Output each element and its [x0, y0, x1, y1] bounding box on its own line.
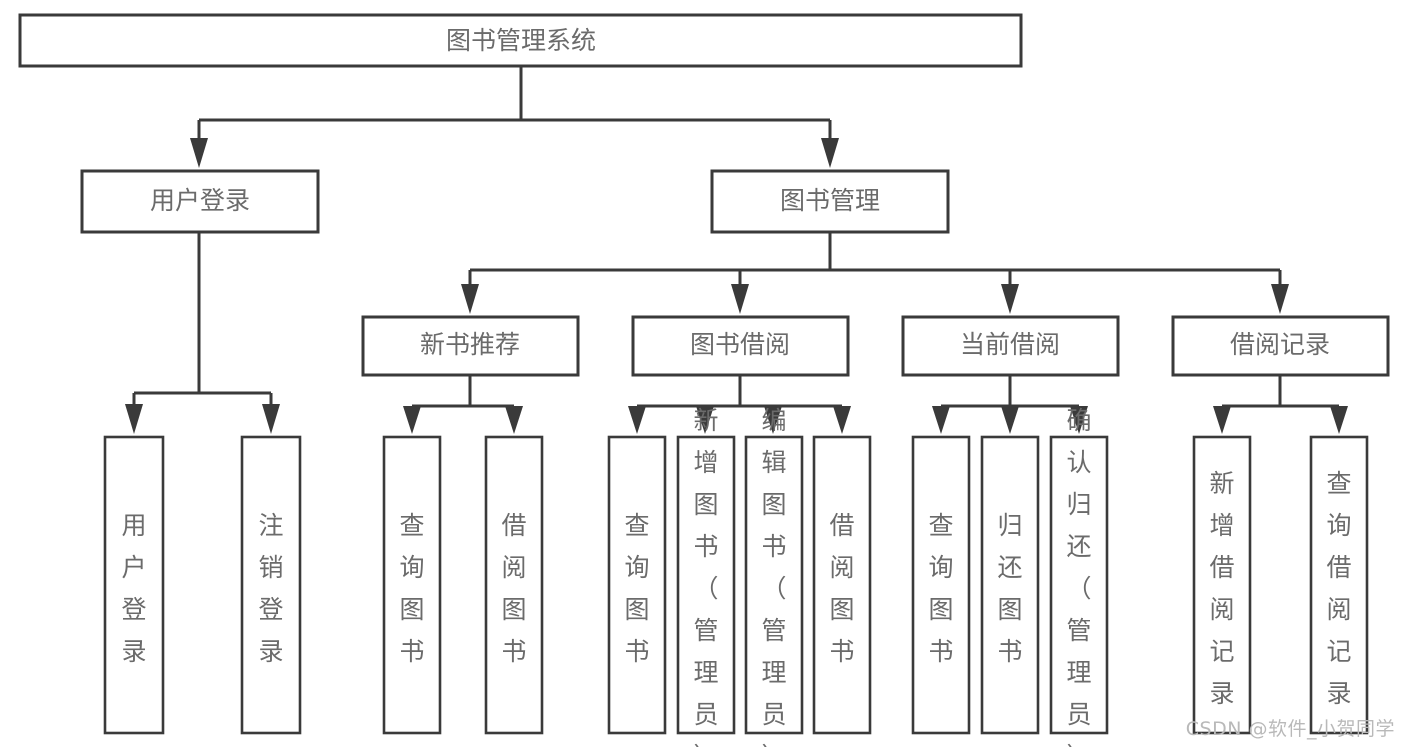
arrow-leaf-borrow-record-0	[1213, 406, 1231, 434]
leaf-borrow-record-1[interactable]: 查询借阅记录	[1309, 435, 1369, 735]
node-new-book-recommend-box	[361, 315, 580, 377]
node-current-borrow-box	[901, 315, 1120, 377]
leaf-current-borrow-2[interactable]: 确认归还（管理员）	[1049, 406, 1109, 747]
arrow-to-user-login	[190, 138, 208, 168]
arrow-leaf-user-login-1	[262, 404, 280, 434]
node-borrow-record-box	[1171, 315, 1390, 377]
leaf-user-login-0[interactable]: 用户登录	[103, 435, 165, 735]
node-user-login-box	[80, 169, 320, 234]
leaf-book-borrow-1[interactable]: 新增图书（管理员）	[676, 406, 736, 747]
arrow-leaf-current-borrow-1	[1001, 406, 1019, 434]
arrow-leaf-book-borrow-3	[833, 406, 851, 434]
leaf-current-borrow-1-label: 归还图书	[997, 511, 1022, 666]
edges-group	[125, 66, 1348, 434]
leaf-current-borrow-1-box	[980, 435, 1040, 735]
node-book-borrow-label: 图书借阅	[690, 330, 790, 359]
node-book-borrow-box	[631, 315, 850, 377]
arrow-leaf-new-book-1	[505, 406, 523, 434]
leaf-new-book-0[interactable]: 查询图书	[382, 435, 442, 735]
leaf-book-borrow-2[interactable]: 编辑图书（管理员）	[744, 406, 804, 747]
leaf-current-borrow-0[interactable]: 查询图书	[911, 435, 971, 735]
node-book-manage[interactable]: 图书管理	[710, 169, 950, 234]
arrow-leaf-book-borrow-1	[696, 406, 714, 434]
leaf-user-login-1-label: 注销登录	[258, 511, 283, 666]
leaf-borrow-record-0[interactable]: 新增借阅记录	[1192, 435, 1252, 735]
node-root-label: 图书管理系统	[446, 26, 596, 55]
leaf-current-borrow-2-label: 确认归还（管理员）	[1066, 406, 1091, 747]
leaf-new-book-1-box	[484, 435, 544, 735]
node-book-borrow[interactable]: 图书借阅	[631, 315, 850, 377]
leaf-book-borrow-3[interactable]: 借阅图书	[812, 435, 872, 735]
node-borrow-record[interactable]: 借阅记录	[1171, 315, 1390, 377]
leaf-user-login-0-box	[103, 435, 165, 735]
leaf-borrow-record-1-box	[1309, 435, 1369, 735]
leaf-user-login-1-box	[240, 435, 302, 735]
leaf-new-book-1[interactable]: 借阅图书	[484, 435, 544, 735]
leaf-user-login-0-label: 用户登录	[121, 511, 146, 666]
node-user-login-label: 用户登录	[150, 186, 250, 215]
leaf-current-borrow-0-box	[911, 435, 971, 735]
arrow-leaf-current-borrow-2	[1070, 406, 1088, 434]
node-book-manage-box	[710, 169, 950, 234]
node-user-login[interactable]: 用户登录	[80, 169, 320, 234]
node-book-manage-label: 图书管理	[780, 186, 880, 215]
leaf-current-borrow-0-label: 查询图书	[928, 511, 953, 666]
leaf-book-borrow-0[interactable]: 查询图书	[607, 435, 667, 735]
leaf-book-borrow-1-box	[676, 435, 736, 735]
leaf-current-borrow-2-box	[1049, 435, 1109, 735]
leaf-new-book-1-label: 借阅图书	[501, 511, 526, 666]
leaf-book-borrow-3-label: 借阅图书	[829, 511, 854, 666]
leaf-book-borrow-2-box	[744, 435, 804, 735]
leaf-user-login-1[interactable]: 注销登录	[240, 435, 302, 735]
arrow-to-book-manage	[821, 138, 839, 168]
node-root[interactable]: 图书管理系统	[18, 13, 1023, 68]
leaf-new-book-0-label: 查询图书	[399, 511, 424, 666]
arrow-leaf-current-borrow-0	[932, 406, 950, 434]
arrow-leaf-borrow-record-1	[1330, 406, 1348, 434]
arrow-to-book-borrow	[731, 284, 749, 314]
leaf-borrow-record-0-box	[1192, 435, 1252, 735]
node-root-box	[18, 13, 1023, 68]
arrow-to-borrow-record	[1271, 284, 1289, 314]
leaf-borrow-record-0-label: 新增借阅记录	[1209, 469, 1234, 708]
leaf-new-book-0-box	[382, 435, 442, 735]
node-current-borrow[interactable]: 当前借阅	[901, 315, 1120, 377]
node-borrow-record-label: 借阅记录	[1230, 330, 1330, 359]
leaf-book-borrow-1-label: 新增图书（管理员）	[693, 406, 718, 747]
leaf-borrow-record-1-label: 查询借阅记录	[1326, 469, 1351, 708]
leaf-book-borrow-2-label: 编辑图书（管理员）	[761, 406, 786, 747]
leaf-book-borrow-0-label: 查询图书	[624, 511, 649, 666]
node-current-borrow-label: 当前借阅	[960, 330, 1060, 359]
node-new-book-recommend-label: 新书推荐	[420, 330, 520, 359]
leaf-book-borrow-0-box	[607, 435, 667, 735]
arrow-leaf-book-borrow-2	[764, 406, 782, 434]
leaf-current-borrow-1[interactable]: 归还图书	[980, 435, 1040, 735]
arrow-to-new-book	[461, 284, 479, 314]
arrow-leaf-user-login-0	[125, 404, 143, 434]
leaf-book-borrow-3-box	[812, 435, 872, 735]
node-new-book-recommend[interactable]: 新书推荐	[361, 315, 580, 377]
arrow-leaf-book-borrow-0	[628, 406, 646, 434]
arrow-to-current-borrow	[1001, 284, 1019, 314]
arrow-leaf-new-book-0	[403, 406, 421, 434]
